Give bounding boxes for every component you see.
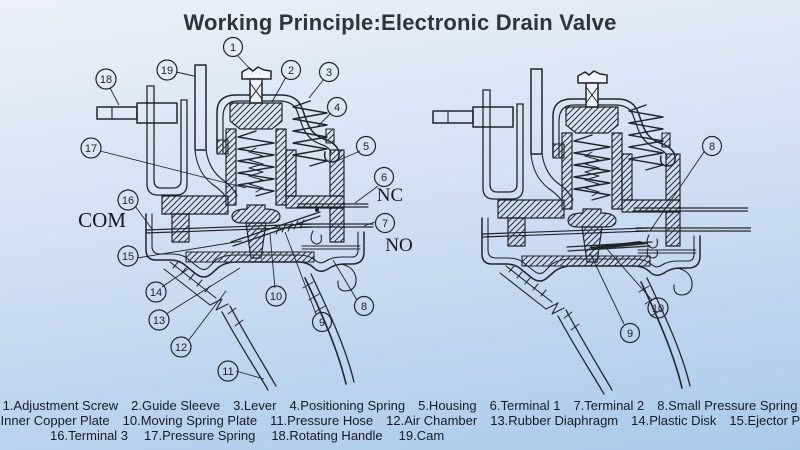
svg-text:5: 5: [363, 141, 369, 153]
legend-item: 9.Inner Copper Plate: [0, 412, 110, 428]
svg-text:18: 18: [100, 74, 112, 86]
right-diagram: 8 10 9: [432, 68, 751, 395]
svg-text:11: 11: [222, 366, 233, 378]
svg-text:6: 6: [381, 172, 387, 184]
callout-numbers-left: 1 2 3 4 5 6 7 8 9 10 11 12 13 14 15 16 1…: [85, 42, 388, 378]
callout-9: [311, 311, 333, 333]
callout-17: [80, 137, 102, 159]
legend-item: 5.Housing: [418, 397, 477, 413]
moving-spring-plate-up: [230, 208, 321, 247]
svg-text:19: 19: [161, 65, 173, 77]
callout-6: [373, 166, 395, 188]
svg-text:16: 16: [122, 195, 134, 207]
legend-item: 3.Lever: [233, 397, 277, 413]
svg-text:10: 10: [652, 303, 664, 315]
svg-text:13: 13: [153, 315, 165, 327]
svg-text:2: 2: [288, 65, 294, 77]
svg-text:14: 14: [150, 287, 162, 299]
callout-19: [156, 59, 178, 81]
callout-11: [217, 360, 239, 382]
svg-text:1: 1: [230, 42, 236, 54]
callout-8: [353, 295, 375, 317]
svg-text:7: 7: [382, 218, 388, 230]
legend-item: 10.Moving Spring Plate: [122, 412, 258, 428]
legend-item: 19.Cam: [398, 427, 445, 443]
svg-text:12: 12: [175, 342, 187, 354]
legend-item: 12.Air Chamber: [386, 412, 478, 428]
callout-4: [326, 96, 348, 118]
callouts-left: [80, 36, 396, 382]
callout-10: [265, 285, 287, 307]
legend-item: 15.Ejector Pin: [729, 412, 800, 428]
svg-text:3: 3: [326, 67, 332, 79]
legend-item: 11.Pressure Hose: [270, 412, 374, 428]
callout-15: [117, 245, 139, 267]
callout-12: [170, 336, 192, 358]
label-com: COM: [78, 208, 126, 232]
callout-3: [318, 61, 340, 83]
callout-14: [145, 281, 167, 303]
moving-spring-plate-down: [566, 241, 659, 259]
legend-item: 6.Terminal 1: [489, 397, 561, 413]
callout-7: [374, 212, 396, 234]
callouts-right: [619, 135, 723, 344]
label-no: NO: [385, 235, 412, 256]
legend-item: 7.Terminal 2: [573, 397, 645, 413]
legend-item: 16.Terminal 3: [50, 427, 129, 443]
svg-text:8: 8: [361, 301, 367, 313]
callout-9-right: [619, 322, 641, 344]
legend-item: 4.Positioning Spring: [289, 397, 406, 413]
legend-item: 14.Plastic Disk: [631, 412, 717, 428]
label-nc: NC: [377, 185, 403, 206]
svg-text:15: 15: [122, 251, 134, 263]
callout-10-right: [647, 297, 669, 319]
legend-item: 8.Small Pressure Spring: [657, 397, 798, 413]
callout-5: [355, 135, 377, 157]
callout-8-right: [701, 135, 723, 157]
callout-2: [280, 59, 302, 81]
svg-text:9: 9: [319, 317, 325, 329]
inner-copper-plate: [275, 219, 305, 235]
svg-text:17: 17: [85, 143, 97, 155]
callout-13: [148, 309, 170, 331]
legend-item: 17.Pressure Spring: [144, 427, 256, 443]
page-title: Working Principle:Electronic Drain Valve: [183, 10, 617, 35]
svg-text:9: 9: [627, 328, 633, 340]
left-diagram: 1 2 3 4 5 6 7 8 9 10 11 12 13 14 15 16 1…: [78, 36, 413, 391]
svg-text:8: 8: [709, 141, 715, 153]
callout-1: [222, 36, 244, 58]
leader-lines-left: [99, 54, 379, 380]
legend-item: 2.Guide Sleeve: [131, 397, 221, 413]
legend-item: 18.Rotating Handle: [271, 427, 383, 443]
terminal-extensions: [704, 207, 751, 232]
legend-item: 13.Rubber Diaphragm: [490, 412, 619, 428]
parts-legend: 1.Adjustment Screw 2.Guide Sleeve 3.Leve…: [0, 397, 800, 444]
svg-text:10: 10: [270, 291, 282, 303]
callout-18: [95, 68, 117, 90]
legend-row-2: 9.Inner Copper Plate 10.Moving Spring Pl…: [0, 412, 800, 429]
callout-16: [117, 189, 139, 211]
leader-lines-right: [589, 151, 705, 325]
legend-row-1: 1.Adjustment Screw 2.Guide Sleeve 3.Leve…: [0, 397, 800, 414]
callout-numbers-right: 8 10 9: [627, 141, 715, 340]
legend-row-3: 16.Terminal 3 17.Pressure Spring 18.Rota…: [0, 427, 800, 444]
svg-text:4: 4: [334, 102, 340, 114]
legend-item: 1.Adjustment Screw: [2, 397, 119, 413]
